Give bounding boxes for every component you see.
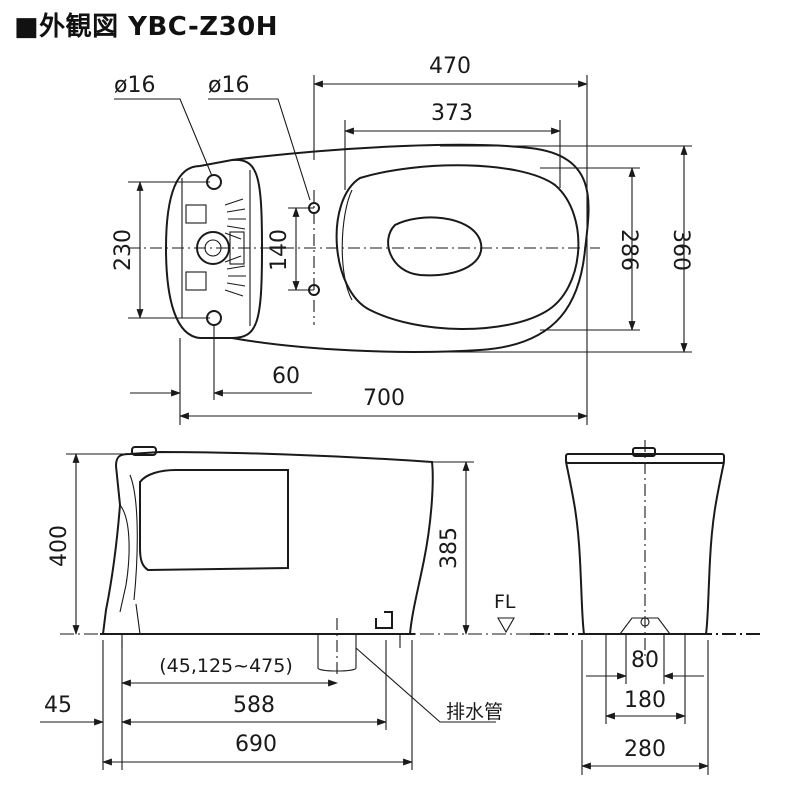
- dim-400: 400: [47, 525, 72, 567]
- top-bowl-outline: [231, 143, 590, 353]
- dim-60: 60: [272, 364, 300, 389]
- dia-label-left: ø16: [114, 73, 155, 98]
- dim-80: 80: [631, 648, 659, 673]
- dim-470: 470: [429, 54, 471, 79]
- dim-180: 180: [624, 688, 666, 713]
- dim-range: (45,125~475): [159, 655, 293, 677]
- top-tank-mechanism: [185, 174, 246, 326]
- dim-690: 690: [235, 732, 277, 757]
- dim-373: 373: [431, 101, 473, 126]
- top-seat: [335, 164, 580, 330]
- top-view: 470 373 ø16 ø16 230 140 286 360: [111, 54, 693, 425]
- side-view: FL 400 385 (45,125~475) 45 588 690 排水管: [40, 446, 550, 770]
- side-tank-inner: [139, 469, 289, 572]
- floor-level-label: FL: [494, 591, 516, 613]
- dim-45: 45: [44, 693, 72, 718]
- dim-280: 280: [624, 737, 666, 762]
- dim-360: 360: [668, 229, 693, 271]
- dim-140: 140: [267, 229, 292, 271]
- figure-title: ■外観図 YBC-Z30H: [14, 12, 279, 42]
- dim-230: 230: [111, 229, 136, 271]
- dim-286: 286: [616, 229, 641, 271]
- dia-label-right: ø16: [208, 73, 249, 98]
- top-tank: [164, 158, 264, 339]
- side-body-outline: [102, 450, 434, 635]
- floor-level-marker: [497, 617, 515, 634]
- dim-588: 588: [233, 693, 275, 718]
- drain-pipe-label: 排水管: [446, 701, 503, 723]
- front-view: 80 180 280: [530, 440, 760, 775]
- dim-700: 700: [363, 386, 405, 411]
- dim-385: 385: [437, 527, 462, 569]
- top-bowl-opening: [387, 216, 483, 277]
